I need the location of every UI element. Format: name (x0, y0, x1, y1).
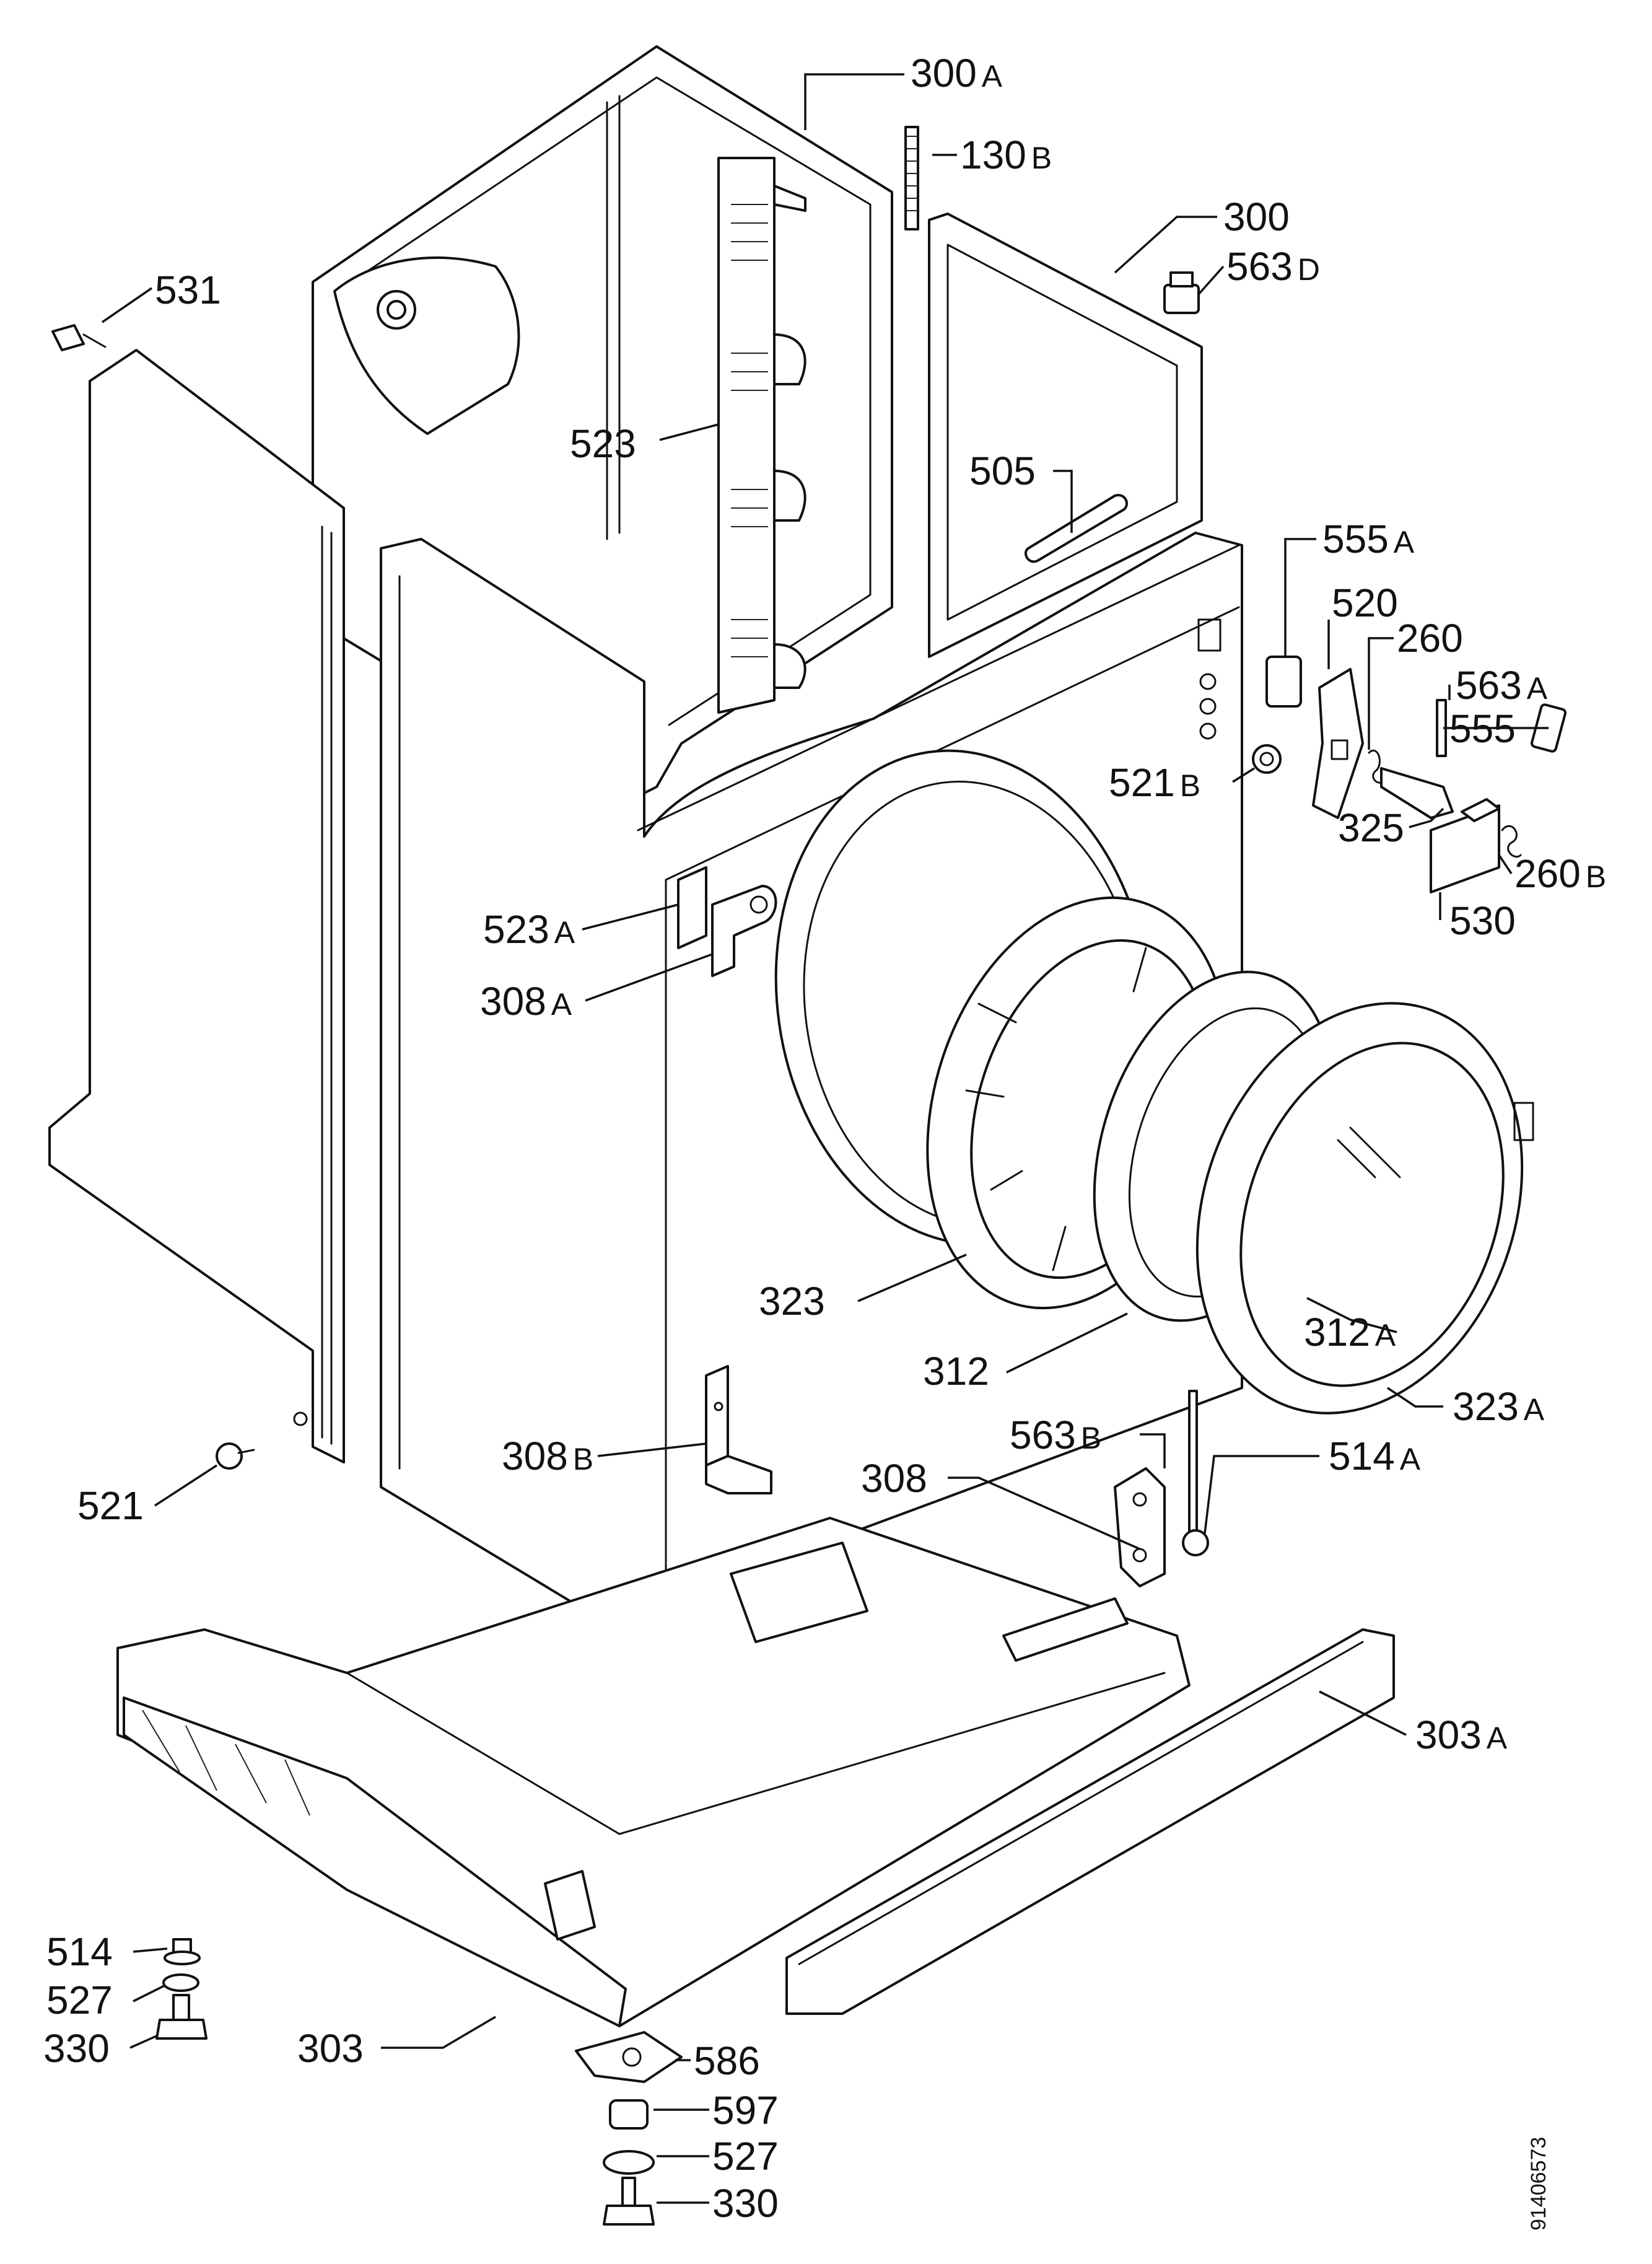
bracket-308b (705, 1365, 772, 1494)
screw-514 (164, 1938, 201, 1965)
label-312: 312 (923, 1349, 989, 1393)
label-520: 520 (1332, 581, 1398, 625)
pin-514a (1182, 1390, 1209, 1556)
label-531: 531 (155, 268, 221, 312)
label-330: 330 (712, 2181, 779, 2226)
plate-530 (1430, 798, 1500, 893)
label-586: 586 (694, 2038, 760, 2083)
door-catch-520 (1312, 668, 1364, 819)
door-catch-555a (1265, 656, 1302, 708)
foot-330 (603, 2177, 655, 2226)
spring-260 (1368, 750, 1386, 784)
label-303: 303 (297, 2026, 364, 2071)
bushing-521b (1252, 744, 1282, 774)
label-523: 523 (570, 421, 636, 466)
side-panel-300 (928, 213, 1203, 658)
washer-527-left (162, 1973, 199, 1992)
left-side-panel (48, 349, 345, 1463)
document-number: 91406573 (1527, 2137, 1550, 2231)
label-308: 308 (861, 1456, 927, 1501)
label-260: 260 (1397, 616, 1463, 660)
label-325: 325 (1338, 805, 1404, 850)
label-323: 323 (759, 1279, 825, 1323)
strip-130b (904, 126, 919, 230)
rail-523 (717, 157, 806, 714)
washer-527 (603, 2150, 655, 2175)
foot-330-left (155, 1994, 208, 2040)
kick-plate-303a (785, 1628, 1395, 2015)
foot-563d (1163, 271, 1200, 314)
leader-lines (102, 73, 1549, 2204)
tube-505 (1025, 494, 1128, 563)
label-521: 521 (77, 1483, 144, 1528)
bracket-308a (677, 866, 777, 977)
spring-260b (1501, 825, 1522, 858)
foot-586 (575, 2031, 683, 2083)
label-530: 530 (1449, 898, 1516, 943)
label-300: 300 (1223, 195, 1290, 239)
lever-325 (1380, 767, 1454, 819)
door-outer-ring-323a (1195, 1002, 1534, 1415)
label-527: 527 (712, 2134, 779, 2178)
screw-531 (51, 324, 107, 351)
label-555: 555 (1449, 706, 1516, 751)
label-330-left: 330 (43, 2026, 110, 2071)
nut-597 (609, 2099, 649, 2130)
label-527-left: 527 (46, 1978, 113, 2022)
label-514: 514 (46, 1929, 113, 1974)
hinge-563b (1114, 1467, 1166, 1587)
screw-521 (216, 1442, 255, 1470)
base-frame-303 (116, 1517, 1191, 2027)
label-505: 505 (969, 449, 1036, 493)
label-597: 597 (712, 2088, 779, 2133)
